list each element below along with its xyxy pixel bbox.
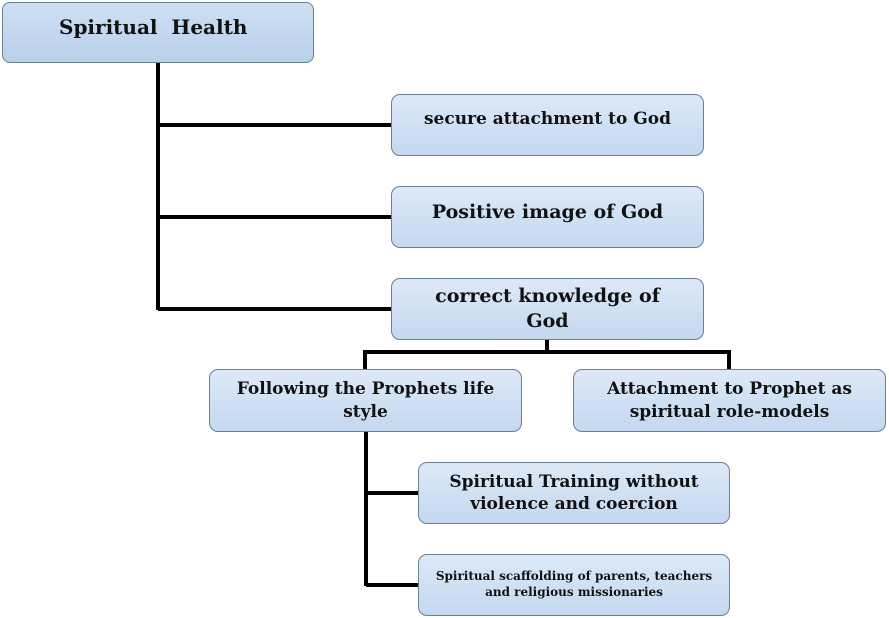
node-secure-attachment-to-god: secure attachment to God — [391, 94, 704, 156]
node-label: secure attachment to God — [423, 108, 672, 129]
node-label: Attachment to Prophet as spiritual role-… — [607, 379, 852, 422]
node-label: correct knowledge of God — [435, 285, 660, 332]
node-label: Spiritual Health — [59, 14, 248, 39]
node-correct-knowledge-of-god: correct knowledge of God — [391, 278, 704, 340]
node-label: Spiritual Training without violence and … — [449, 471, 699, 514]
node-spiritual-training: Spiritual Training without violence and … — [418, 462, 730, 524]
node-spiritual-health: Spiritual Health — [2, 2, 314, 63]
node-label: Spiritual scaffolding of parents, teache… — [435, 569, 713, 599]
node-spiritual-scaffolding: Spiritual scaffolding of parents, teache… — [418, 554, 730, 616]
node-positive-image-of-god: Positive image of God — [391, 186, 704, 248]
node-attachment-to-prophet: Attachment to Prophet as spiritual role-… — [573, 369, 886, 432]
node-label: Following the Prophets life style — [236, 379, 495, 422]
node-label: Positive image of God — [431, 200, 664, 223]
node-following-prophets-life-style: Following the Prophets life style — [209, 369, 522, 432]
